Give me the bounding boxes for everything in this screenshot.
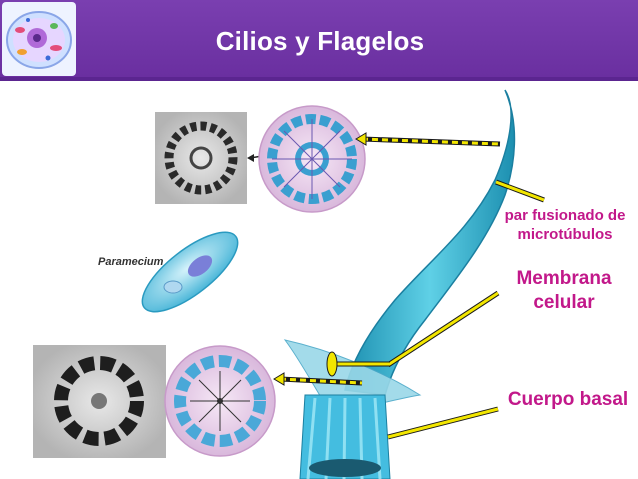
flagellum (283, 89, 516, 479)
cuerpo-basal-label: Cuerpo basal (507, 389, 629, 410)
em-micrograph-top (155, 112, 247, 204)
paramecium-label: Paramecium (98, 256, 164, 268)
cell-icon (6, 11, 72, 69)
pointer-membrana (326, 290, 500, 377)
pointer-cuerpo-basal (387, 406, 499, 440)
pointer-par-fusionado (495, 179, 545, 203)
page-title: Cilios y Flagelos (215, 26, 425, 56)
cross-section-basal-body (164, 345, 276, 457)
membrana-label: Membrana celular (516, 268, 612, 313)
cross-section-cilium (258, 105, 366, 213)
pointer-top-dashed (355, 132, 501, 147)
title-bar (0, 0, 638, 77)
title-bar-underline (0, 77, 638, 81)
paramecium-illustration (141, 231, 239, 313)
par-fusionado-label: par fusionado de microtúbulos (504, 207, 626, 243)
cell-logo (2, 2, 76, 76)
pointer-bottom-dashed (273, 372, 363, 386)
em-micrograph-bottom (33, 345, 166, 458)
